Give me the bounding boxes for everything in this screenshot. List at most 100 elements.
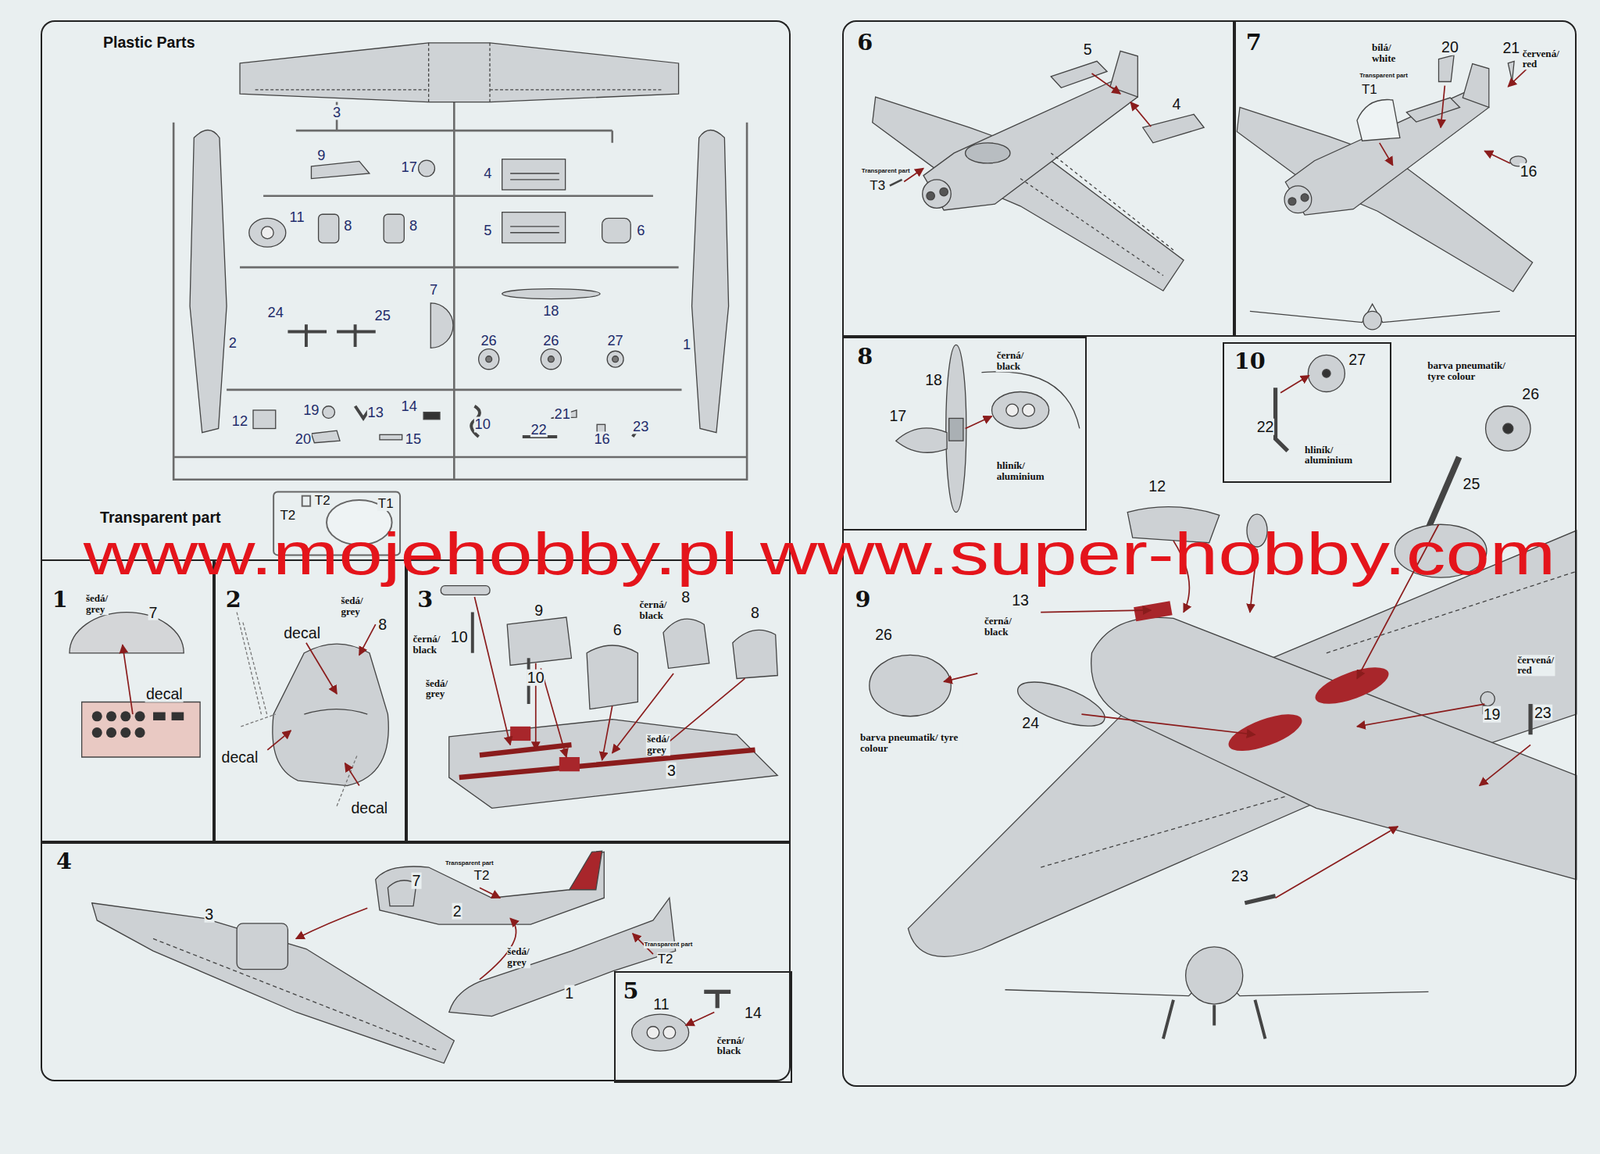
cockpit-part [732,629,778,679]
assembly-arrow [965,416,993,429]
cockpit-part [440,585,490,596]
landing-gear-part [1275,387,1289,451]
tailplane-part [889,179,903,186]
kit-part [510,226,560,233]
callout-number: decal [350,800,389,817]
step-number: 10 [1232,349,1268,375]
aircraft [1310,660,1393,712]
assembly-arrow [1275,826,1399,898]
kit-part [310,160,369,179]
kit-part [502,159,566,190]
aircraft [1244,693,1531,904]
kit-part [189,130,227,433]
kit-part [502,289,600,300]
kit-part [379,434,403,440]
seat [236,612,358,807]
step-number: 6 [855,30,875,56]
aircraft [965,142,1011,164]
instrument-panel [171,712,185,721]
color-note: červená/ red [1516,654,1555,676]
kit-part [607,350,624,368]
aircraft [1285,88,1490,216]
callout-number: 20 [1440,39,1460,56]
cockpit-part [507,617,572,665]
color-note: černá/ black [639,599,668,621]
callout-number: 10 [526,669,546,686]
airframe-part [569,850,603,890]
transparent-part-number: T2 [657,952,675,967]
kit-part [692,130,729,433]
seat [236,612,389,807]
part-number: 3 [332,104,342,120]
assembly-arrow [122,644,133,715]
transparent-part-number: T3 [868,178,886,193]
canopy-part [1357,100,1400,142]
seat [272,643,389,786]
part-number: 9 [316,147,326,163]
kit-part [540,349,561,370]
instrument-panel [106,710,117,722]
assembly-arrow [1484,150,1511,164]
color-note: šedá/ grey [646,734,670,756]
kit-part [310,430,340,443]
part-number: 8 [342,217,353,233]
aircraft [923,76,1138,211]
callout-number: 22 [1256,418,1275,436]
instrument-panel [120,727,131,738]
color-note: šedá/ grey [339,595,364,617]
callout-number: decal [221,749,260,766]
propeller-part [896,428,947,453]
part-number: 20 [294,431,312,447]
color-note: bílá/ white [1371,42,1397,64]
assembly-arrow [267,624,375,786]
callout-number: 7 [147,603,158,621]
instrument-panel [135,727,146,738]
assembly-arrow [267,730,291,750]
step-number: 2 [224,587,243,613]
aircraft [872,50,1184,291]
assembly-arrow [296,907,368,939]
color-note: černá/ black [983,615,1013,637]
callout-number: 17 [888,407,908,424]
part-number: 11 [289,210,306,225]
callout-number: 8 [377,616,388,633]
kit-part [189,42,729,443]
callout-number: 9 [533,602,544,619]
step-number: 8 [855,344,875,370]
assembly-arrow [602,706,613,761]
assembly-arrow [306,642,337,694]
assembly-arrow [359,624,376,655]
aircraft [1236,64,1533,293]
assembly-arrow [943,673,978,682]
color-note: černá/ black [996,350,1025,372]
callout-number: 7 [410,872,422,890]
kit-part [547,356,554,363]
instrument-panel [153,712,166,721]
assembly-arrow [474,596,511,745]
aircraft [1288,197,1297,206]
part-number: 16 [592,431,611,447]
part-number: 12 [231,414,249,429]
part-number: 26 [542,333,560,349]
part-number: 22 [529,421,547,437]
color-note: černá/ black [716,1035,746,1057]
kit-part [602,217,632,243]
aircraft [869,654,951,716]
part-number: 26 [479,333,497,349]
callout-number: 23 [1230,867,1250,884]
transparent-part-number: T1 [377,496,395,511]
callout-number: 5 [1082,40,1093,58]
propeller-part [949,417,964,441]
canopy-part [1439,55,1455,83]
callout-number: 19 [1482,706,1502,723]
assembly-arrow [1379,67,1529,165]
instrument-panel [106,727,117,738]
kit-part [249,217,286,247]
panel-heading: Plastic Parts [101,34,197,52]
propeller-part [981,371,1079,429]
assembly-arrow [1507,67,1529,87]
sprue-runner [173,102,747,480]
assembly-arrow [1280,375,1310,393]
